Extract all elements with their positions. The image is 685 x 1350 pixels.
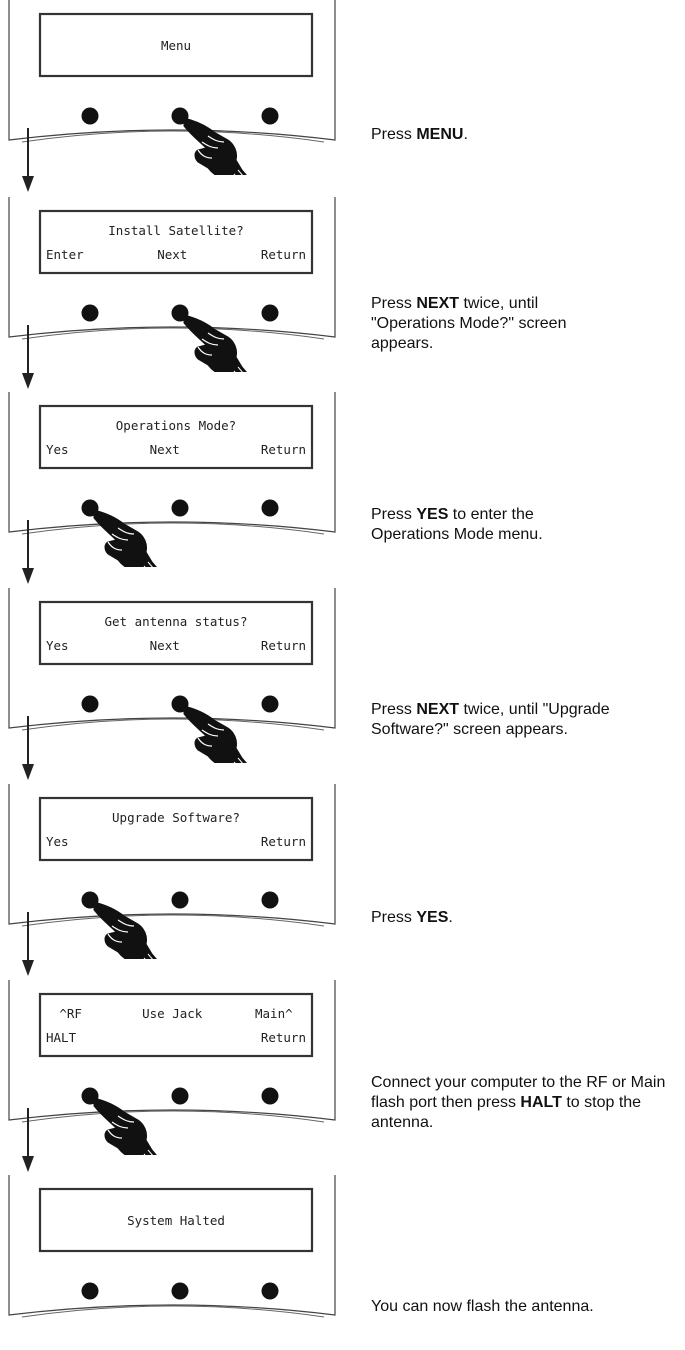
pointing-hand-icon bbox=[183, 314, 247, 372]
instruction-post: . bbox=[448, 909, 453, 926]
pointing-hand-icon bbox=[93, 901, 157, 959]
lcd-line-2: Yes Return bbox=[46, 834, 306, 849]
softkey-label-mid: Next bbox=[149, 442, 180, 457]
instruction-pre: You can now flash the antenna. bbox=[371, 1298, 594, 1315]
lcd-display: Upgrade Software? Yes Return bbox=[42, 800, 310, 858]
instruction-pre: Press bbox=[371, 506, 417, 523]
instruction-text: Press NEXT twice, until "Operations Mode… bbox=[371, 294, 611, 354]
lcd-display: Get antenna status? Yes Next Return bbox=[42, 604, 310, 662]
softkey-label-left: Enter bbox=[46, 247, 84, 262]
instruction-key: HALT bbox=[520, 1094, 562, 1111]
panel-button-left bbox=[81, 695, 99, 713]
panel-button-right bbox=[261, 1282, 279, 1300]
instruction-pre: Press bbox=[371, 909, 417, 926]
lcd-line-2: Yes Next Return bbox=[46, 442, 306, 457]
lcd-display: Operations Mode? Yes Next Return bbox=[42, 408, 310, 466]
panel-button-center bbox=[171, 1087, 189, 1105]
down-arrow-icon bbox=[18, 128, 38, 199]
panel-button-left bbox=[81, 1282, 99, 1300]
lcd-display: Menu bbox=[42, 16, 310, 74]
down-arrow-icon bbox=[18, 520, 38, 591]
panel-button-right bbox=[261, 891, 279, 909]
down-arrow-icon bbox=[18, 912, 38, 983]
panel-button-left bbox=[81, 304, 99, 322]
panel-button-right bbox=[261, 304, 279, 322]
device-front-panel: ^RF Use Jack Main^ HALT Return bbox=[8, 980, 336, 1155]
softkey-label-right: Return bbox=[260, 1030, 306, 1045]
lcd-line-1: System Halted bbox=[127, 1213, 225, 1228]
instruction-post: . bbox=[463, 126, 468, 143]
instruction-key: YES bbox=[416, 909, 449, 926]
softkey-label-right: Return bbox=[260, 442, 306, 457]
panel-button-center bbox=[171, 891, 189, 909]
device-front-panel: Get antenna status? Yes Next Return bbox=[8, 588, 336, 763]
panel-button-right bbox=[261, 499, 279, 517]
instruction-pre: Press bbox=[371, 126, 417, 143]
softkey-label-left: Yes bbox=[46, 442, 69, 457]
pointing-hand-icon bbox=[93, 509, 157, 567]
softkey-label-mid: Next bbox=[157, 247, 188, 262]
instruction-post: twice, until "Operations Mode?" screen a… bbox=[371, 295, 567, 352]
instruction-text: Press MENU. bbox=[371, 125, 681, 145]
pointing-hand-icon bbox=[93, 1097, 157, 1155]
instruction-key: MENU bbox=[416, 126, 464, 143]
softkey-label-right: Return bbox=[260, 247, 306, 262]
softkey-label-mid: Next bbox=[149, 638, 180, 653]
instruction-key: NEXT bbox=[416, 701, 460, 718]
instruction-pre: Press bbox=[371, 295, 417, 312]
softkey-label-left: Yes bbox=[46, 834, 69, 849]
softkey-label-left: HALT bbox=[46, 1030, 77, 1045]
lcd-line-2: Yes Next Return bbox=[46, 638, 306, 653]
panel-button-right bbox=[261, 107, 279, 125]
pointing-hand-icon bbox=[183, 705, 247, 763]
instruction-post: to enter the Operations Mode menu. bbox=[371, 506, 543, 543]
lcd-line-1: Get antenna status? bbox=[104, 614, 248, 629]
lcd-line-2: Enter Next Return bbox=[46, 247, 306, 262]
device-front-panel: Menu bbox=[8, 0, 336, 175]
instruction-key: NEXT bbox=[416, 295, 460, 312]
instruction-post: to stop the antenna. bbox=[371, 1094, 642, 1131]
down-arrow-icon bbox=[18, 716, 38, 787]
lcd-line-1: ^RF Use Jack Main^ bbox=[59, 1006, 293, 1021]
instruction-post: twice, until "Upgrade Software?" screen … bbox=[371, 701, 610, 738]
lcd-line-1: Install Satellite? bbox=[108, 223, 244, 238]
instruction-text: Press NEXT twice, until "Upgrade Softwar… bbox=[371, 700, 611, 740]
panel-button-right bbox=[261, 695, 279, 713]
instruction-key: YES bbox=[416, 506, 449, 523]
device-front-panel: Install Satellite? Enter Next Return bbox=[8, 197, 336, 372]
instruction-pre: Press bbox=[371, 701, 417, 718]
instruction-pre: Connect your computer to the RF or Main … bbox=[371, 1074, 666, 1111]
instruction-text: Connect your computer to the RF or Main … bbox=[371, 1073, 676, 1133]
instruction-text: Press YES to enter the Operations Mode m… bbox=[371, 505, 601, 545]
pointing-hand-icon bbox=[183, 117, 247, 175]
lcd-line-1: Upgrade Software? bbox=[112, 810, 240, 825]
panel-button-right bbox=[261, 1087, 279, 1105]
lcd-line-2: HALT Return bbox=[46, 1030, 306, 1045]
lcd-display: Install Satellite? Enter Next Return bbox=[42, 213, 310, 271]
lcd-display: ^RF Use Jack Main^ HALT Return bbox=[42, 996, 310, 1054]
down-arrow-icon bbox=[18, 325, 38, 396]
panel-button-center bbox=[171, 499, 189, 517]
lcd-line-1: Operations Mode? bbox=[115, 418, 237, 433]
device-front-panel: Upgrade Software? Yes Return bbox=[8, 784, 336, 959]
softkey-label-right: Return bbox=[260, 638, 306, 653]
panel-button-left bbox=[81, 107, 99, 125]
instruction-text: You can now flash the antenna. bbox=[371, 1297, 681, 1317]
down-arrow-icon bbox=[18, 1108, 38, 1179]
lcd-display: System Halted bbox=[42, 1191, 310, 1249]
softkey-label-left: Yes bbox=[46, 638, 69, 653]
device-front-panel: Operations Mode? Yes Next Return bbox=[8, 392, 336, 567]
device-front-panel: System Halted bbox=[8, 1175, 336, 1318]
softkey-label-right: Return bbox=[260, 834, 306, 849]
panel-button-center bbox=[171, 1282, 189, 1300]
lcd-line-1: Menu bbox=[160, 38, 192, 53]
instruction-text: Press YES. bbox=[371, 908, 681, 928]
